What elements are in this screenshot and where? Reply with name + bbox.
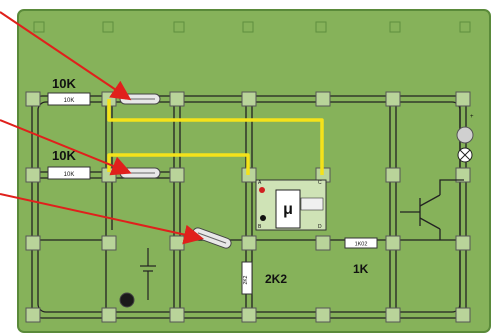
mid-resistor: 10K	[47, 166, 91, 180]
r-2k2-value-label: 2K2	[265, 272, 287, 286]
top-marks	[33, 21, 471, 33]
chip-pin-b: B	[258, 224, 262, 230]
reed-switch-icon	[119, 167, 161, 179]
top-resistor-chip-label: 10K	[64, 98, 75, 104]
chip-pin-c: C	[318, 180, 322, 186]
mid-resistor-value-label: 10K	[52, 148, 76, 163]
r-1k: 1K02	[344, 237, 378, 249]
battery-icon	[140, 248, 156, 300]
top-resistor: 10K	[47, 92, 91, 106]
r-1k-value-label: 1K	[353, 262, 369, 276]
transistor-icon	[400, 179, 464, 240]
lamp-icon	[456, 126, 474, 163]
annotation-arrows	[0, 11, 204, 245]
chip-pin-a: A	[258, 180, 262, 186]
connector-nodes	[25, 91, 471, 323]
r-1k-chip-label: 1K02	[355, 242, 368, 248]
chip-mu-label: μ	[283, 201, 293, 218]
arrow-to-mid-switch	[0, 119, 132, 176]
lamp-plus-label: +	[470, 114, 474, 120]
r-2k2: 2K2	[241, 261, 253, 295]
arrow-to-bottom-switch	[0, 193, 204, 245]
buzzer-icon	[119, 292, 135, 308]
top-resistor-value-label: 10K	[52, 76, 76, 91]
arrow-to-top-switch	[0, 11, 132, 101]
chip-pin-d: D	[318, 224, 322, 230]
chip-module: μ A B C D	[255, 179, 327, 231]
mid-resistor-chip-label: 10K	[64, 172, 75, 178]
r-2k2-chip-label: 2K2	[243, 275, 249, 284]
